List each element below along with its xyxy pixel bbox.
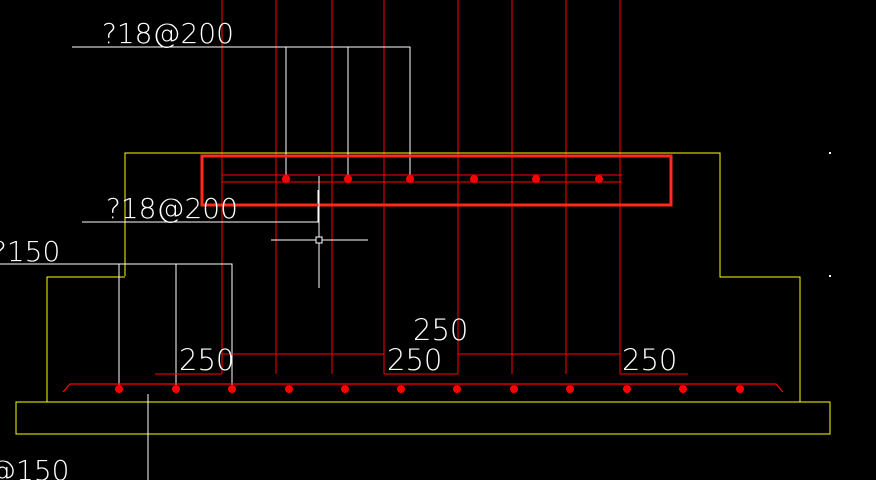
crosshair-pickbox [315,236,323,244]
top-rebar-dot-1 [282,175,290,183]
dim-right-label: 250 [622,343,677,377]
base-slab [15,401,831,435]
upper-rebar [222,174,622,183]
bottom-rebar-dot-12 [736,385,744,393]
left-bar-spec-label: ?150 [0,235,60,268]
selection-highlight-box[interactable] [200,154,673,207]
leader-lines [0,46,411,480]
top-rebar-dot-4 [470,175,478,183]
edge-mark-2 [829,275,831,277]
mid-leader [82,190,319,223]
bottom-rebar-dot-8 [510,385,518,393]
top-leader [72,46,411,178]
bottom-rebar-dot-2 [172,385,180,393]
top-bar-spec-label: ?18@200 [102,17,234,50]
bottom-rebar-dot-5 [341,385,349,393]
upper-step-outline [124,152,801,402]
top-rebar-dot-2 [344,175,352,183]
bottom-rebar-dot-7 [453,385,461,393]
bottom-rebar [62,383,784,393]
bottom-rebar-dot-9 [566,385,574,393]
dimension-lines [155,353,688,375]
footing-outline [15,152,831,435]
dim-center-upper-label: 250 [413,313,468,347]
top-rebar-dot-5 [532,175,540,183]
bottom-rebar-dot-11 [679,385,687,393]
bottom-rebar-dot-6 [397,385,405,393]
bottom-rebar-dot-4 [285,385,293,393]
dim-center-label: 250 [387,343,442,377]
edge-marks [829,152,831,277]
top-rebar-dot-3 [406,175,414,183]
rebar-dots [115,175,744,393]
left-step-outline [46,276,125,402]
dim-left-label: 250 [179,343,234,377]
bottom-rebar-dot-10 [623,385,631,393]
left-leader [0,263,233,389]
bottom-rebar-dot-3 [228,385,236,393]
mid-bar-spec-label: ?18@200 [106,192,238,225]
edge-mark-1 [829,152,831,154]
bottom-left-spec-label: @150 [0,454,69,480]
vertical-rebar-lines [221,0,621,374]
bottom-rebar-dot-1 [115,385,123,393]
top-rebar-dot-6 [595,175,603,183]
bottom-rebar-line [62,383,784,393]
crosshair-cursor [271,176,368,288]
